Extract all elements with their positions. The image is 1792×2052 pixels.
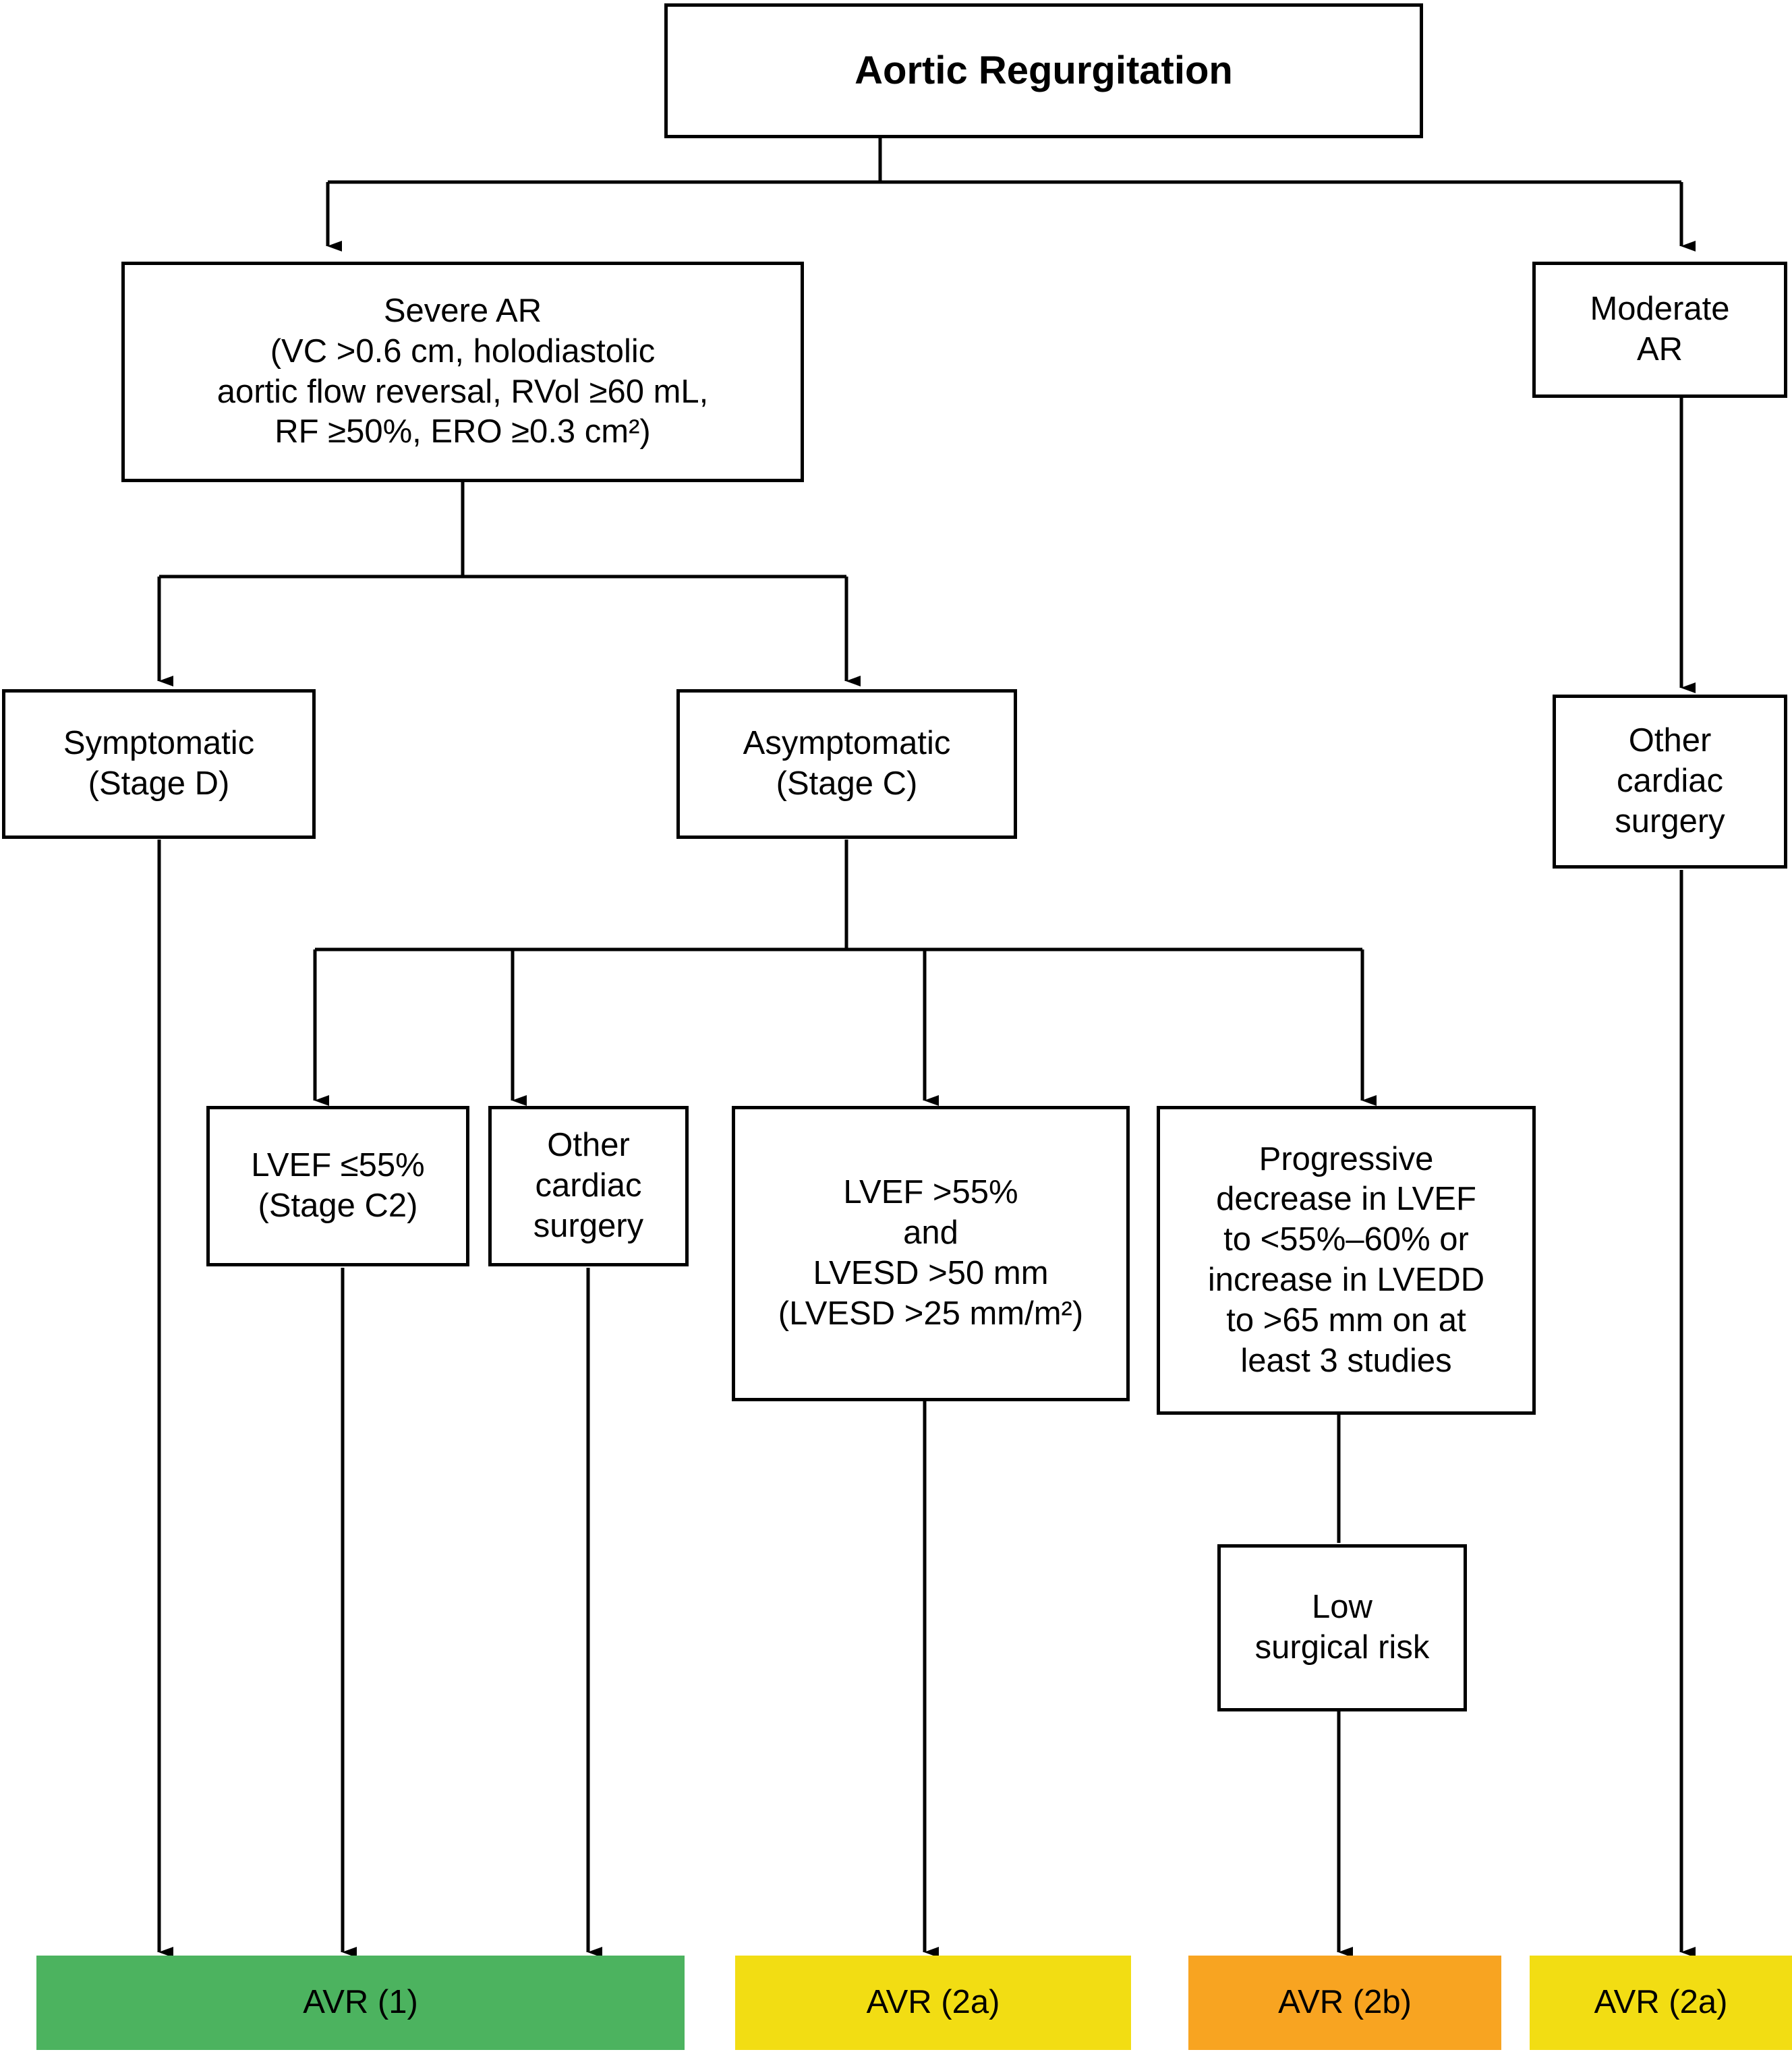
outcome-avr-2a-mid-label: AVR (2a) [866,1984,1000,2021]
outcome-avr-2b[interactable]: AVR (2b) [1188,1956,1501,2050]
node-other-cardiac-surgery-mid-label: Other cardiac surgery [533,1127,644,1244]
node-lvef-55-stage-c2-label: LVEF ≤55% (Stage C2) [251,1147,425,1224]
node-other-cardiac-surgery-mid[interactable]: Other cardiac surgery [488,1106,689,1266]
outcome-avr-2a-right-label: AVR (2a) [1594,1984,1728,2021]
outcome-avr-1[interactable]: AVR (1) [36,1956,685,2050]
node-asymptomatic-stage-c-label: Asymptomatic (Stage C) [743,725,951,802]
outcome-avr-1-label: AVR (1) [303,1984,418,2021]
node-lvef-lvesd[interactable]: LVEF >55% and LVESD >50 mm (LVESD >25 mm… [732,1106,1130,1401]
node-severe-ar[interactable]: Severe AR (VC >0.6 cm, holodiastolic aor… [121,262,804,482]
node-moderate-ar[interactable]: Moderate AR [1532,262,1787,398]
node-severe-ar-label: Severe AR (VC >0.6 cm, holodiastolic aor… [216,292,709,450]
node-aortic-regurgitation[interactable]: Aortic Regurgitation [664,3,1423,138]
outcome-avr-2a-right[interactable]: AVR (2a) [1530,1956,1792,2050]
node-lvef-lvesd-label: LVEF >55% and LVESD >50 mm (LVESD >25 mm… [778,1174,1084,1332]
node-other-cardiac-surgery-right-label: Other cardiac surgery [1615,722,1725,840]
outcome-avr-2a-mid[interactable]: AVR (2a) [735,1956,1131,2050]
node-progressive-decrease-lvef-label: Progressive decrease in LVEF to <55%–60%… [1207,1140,1485,1379]
node-aortic-regurgitation-label: Aortic Regurgitation [855,48,1233,92]
node-symptomatic-stage-d[interactable]: Symptomatic (Stage D) [2,689,316,839]
node-asymptomatic-stage-c[interactable]: Asymptomatic (Stage C) [676,689,1017,839]
outcome-avr-2b-label: AVR (2b) [1278,1984,1412,2021]
node-low-surgical-risk[interactable]: Low surgical risk [1217,1544,1467,1711]
node-low-surgical-risk-label: Low surgical risk [1254,1589,1430,1666]
node-symptomatic-stage-d-label: Symptomatic (Stage D) [63,725,255,802]
node-moderate-ar-label: Moderate AR [1590,291,1730,368]
node-other-cardiac-surgery-right[interactable]: Other cardiac surgery [1553,695,1787,869]
node-progressive-decrease-lvef[interactable]: Progressive decrease in LVEF to <55%–60%… [1157,1106,1536,1415]
node-lvef-55-stage-c2[interactable]: LVEF ≤55% (Stage C2) [206,1106,469,1266]
